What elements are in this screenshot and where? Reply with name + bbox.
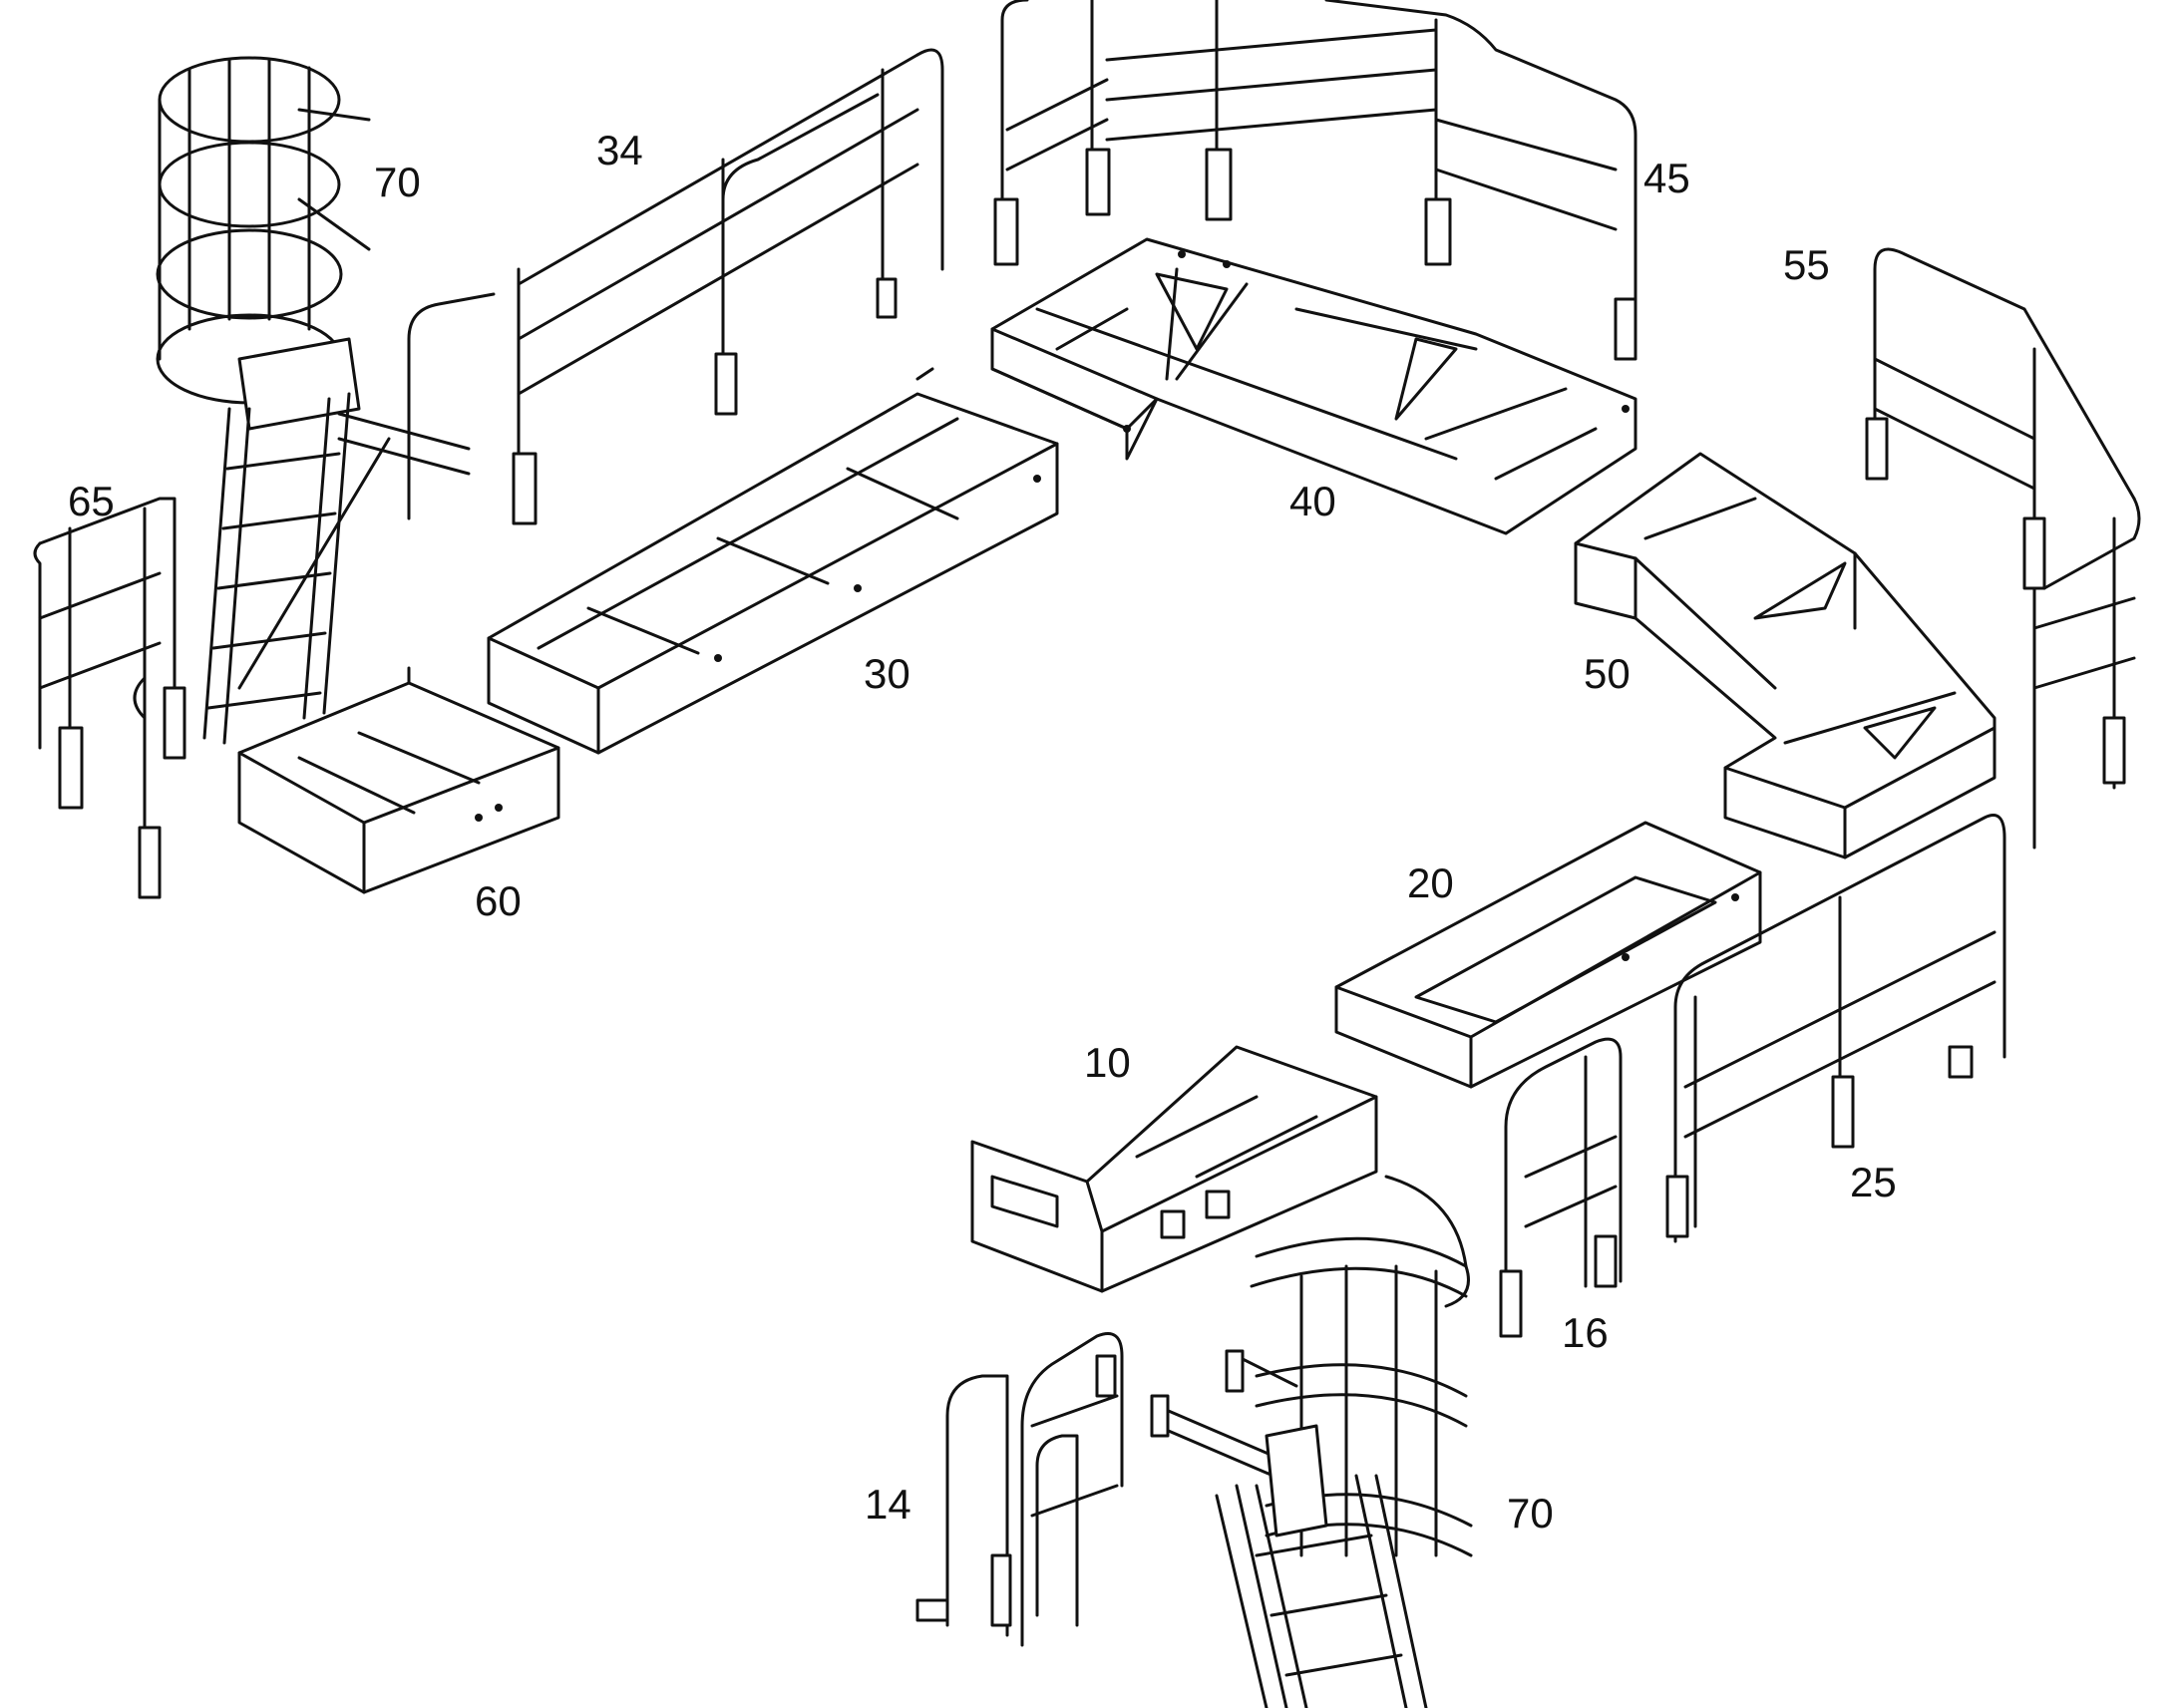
callout-part-16: 16 xyxy=(1562,1309,1609,1356)
part-25-handrail xyxy=(1665,814,2006,1243)
part-34-handrail xyxy=(407,48,944,525)
callout-part-45: 45 xyxy=(1643,155,1690,201)
callout-part-70-top: 70 xyxy=(374,159,421,205)
part-60-small-platform xyxy=(237,666,560,894)
callout-part-30: 30 xyxy=(864,650,910,697)
callout-part-34: 34 xyxy=(596,127,643,173)
part-40-corner-platform xyxy=(990,237,1637,535)
callout-part-65: 65 xyxy=(68,478,115,524)
part-45-handrail xyxy=(993,0,1637,361)
part-14-gate xyxy=(915,1332,1124,1647)
part-20-platform xyxy=(1334,821,1762,1089)
part-50-corner-platform xyxy=(1574,452,1997,859)
part-16-short-rail xyxy=(1499,1037,1623,1338)
part-70-top-caged-ladder xyxy=(156,56,471,745)
part-65-side-rail xyxy=(33,497,186,899)
callout-part-10: 10 xyxy=(1084,1039,1131,1086)
callout-part-40: 40 xyxy=(1289,478,1336,524)
part-55-handrail xyxy=(1865,247,2141,850)
callout-part-14: 14 xyxy=(865,1481,911,1528)
part-30-long-platform xyxy=(487,367,1059,755)
callout-part-20: 20 xyxy=(1407,859,1454,906)
callout-part-55: 55 xyxy=(1783,241,1830,288)
callout-part-70-bottom: 70 xyxy=(1507,1490,1554,1537)
part-10-entry-platform xyxy=(970,1045,1378,1293)
callout-part-25: 25 xyxy=(1850,1159,1897,1205)
callout-part-50: 50 xyxy=(1584,650,1631,697)
part-70-bottom-caged-ladder xyxy=(1150,1175,1473,1708)
callout-part-60: 60 xyxy=(475,877,522,924)
